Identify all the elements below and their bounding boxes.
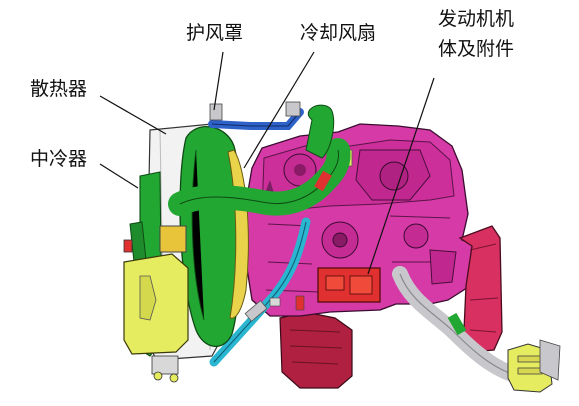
label-cooling-fan: 冷却风扇 — [300, 22, 377, 44]
pipe-clamps — [269, 170, 332, 311]
mount-bracket-rear — [507, 339, 561, 393]
leader-line-intercooler — [99, 163, 139, 189]
leader-line-engine — [367, 77, 435, 275]
leader-line-radiator — [99, 95, 167, 135]
label-engine-line2: 体及附件 — [438, 38, 515, 60]
intake-pipe — [168, 104, 351, 216]
engine-block — [243, 123, 479, 317]
coolant-pipe-upper — [208, 101, 304, 130]
leader-line-guard — [213, 51, 224, 111]
intercooler-tank — [123, 225, 189, 383]
leader-line-fan — [243, 51, 315, 169]
oil-pan — [279, 311, 353, 389]
leader-lines — [99, 51, 435, 275]
flywheel-housing — [458, 225, 503, 353]
label-radiator: 散热器 — [30, 78, 88, 100]
label-fan-guard: 护风罩 — [186, 22, 244, 44]
label-engine-line1: 发动机机 — [438, 8, 515, 30]
engine-mount-bracket — [317, 267, 381, 303]
exhaust-pipe — [392, 266, 520, 382]
label-intercooler: 中冷器 — [30, 148, 88, 170]
